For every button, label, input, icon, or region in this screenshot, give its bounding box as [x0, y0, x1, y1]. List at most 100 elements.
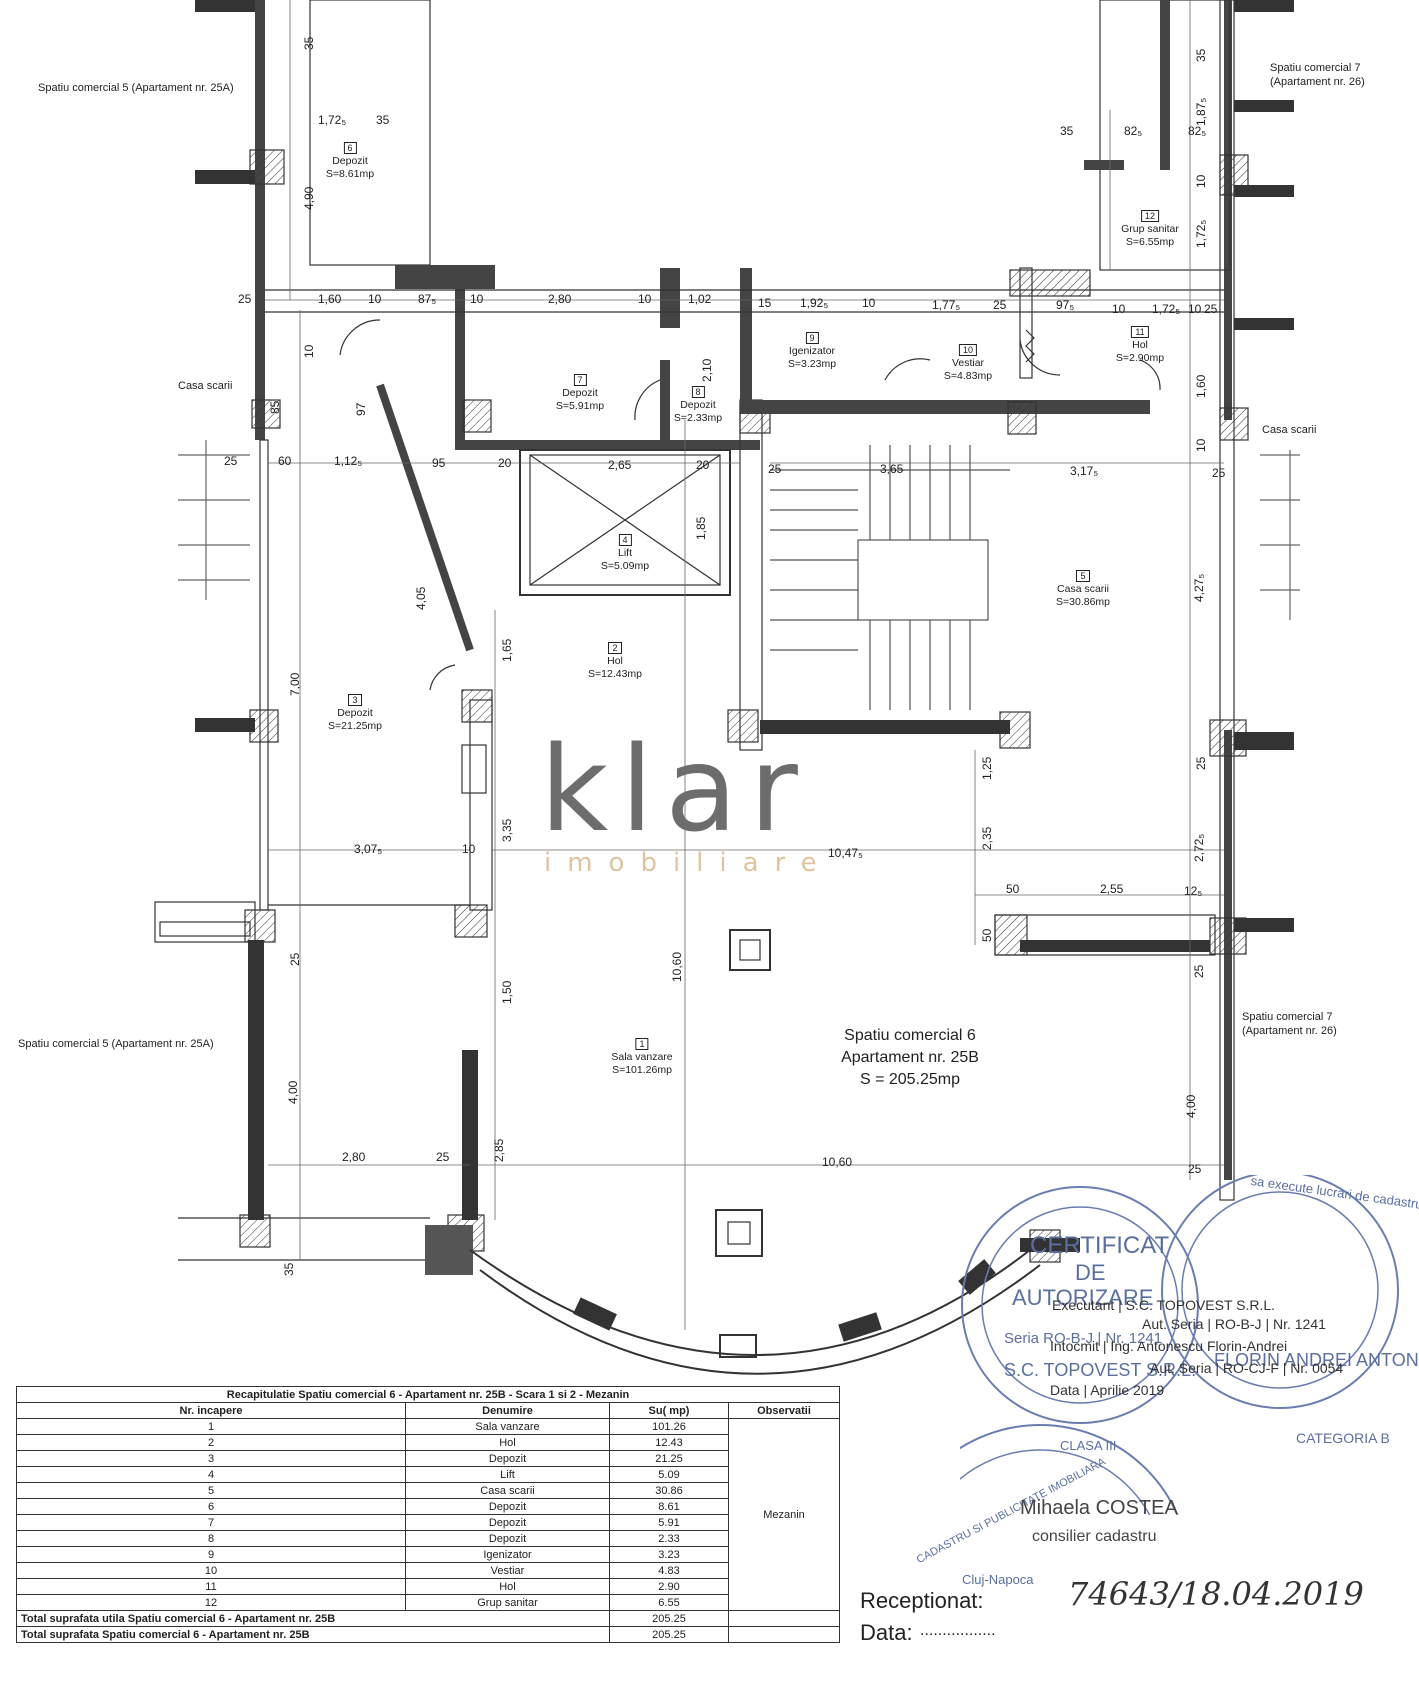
dim-label: 25: [288, 952, 302, 966]
dim-label: 82₅: [1124, 124, 1143, 138]
room-label-8: 8 Depozit S=2.33mp: [673, 386, 723, 424]
dim-label: 1,92₅: [800, 296, 829, 310]
dim-label: 2,85: [492, 1138, 506, 1162]
label-casa-scarii-left: Casa scarii: [178, 380, 233, 392]
cell: 2: [16, 1434, 406, 1451]
dim-label: 35: [1060, 124, 1074, 138]
dim-label: 87₅: [418, 292, 437, 306]
cell: 2.90: [609, 1578, 729, 1595]
cell: 12: [16, 1594, 406, 1611]
cell: 6.55: [609, 1594, 729, 1611]
cell: 3: [16, 1450, 406, 1467]
dim-label: 12₅: [1184, 884, 1203, 898]
dim-label: 25: [768, 462, 782, 476]
dim-label: 25: [993, 298, 1007, 312]
dim-label: 25: [436, 1150, 450, 1164]
dim-label: 2,35: [980, 826, 994, 850]
stamp-data: Data | Aprilie 2019: [1050, 1382, 1165, 1398]
dim-label: 15: [758, 296, 772, 310]
label-sp7-top-2: (Apartament nr. 26): [1270, 76, 1365, 88]
dim-label: 4,27₅: [1192, 573, 1206, 602]
dim-label: 10: [1188, 302, 1202, 316]
table-row: 1 Sala vanzare 101.26 Mezanin: [16, 1418, 840, 1611]
room-label-12: 12 Grup sanitar S=6.55mp: [1121, 210, 1179, 248]
label-casa-scarii-right: Casa scarii: [1262, 424, 1317, 436]
dim-label: 1,12₅: [334, 454, 363, 468]
room-label-10: 10 Vestiar S=4.83mp: [943, 344, 993, 382]
label-sp7-top-1: Spatiu comercial 7: [1270, 62, 1361, 74]
dim-label: 10: [368, 292, 382, 306]
stamp-category: CATEGORIA B: [1296, 1430, 1390, 1446]
dim-label: 1,25: [980, 756, 994, 780]
stamp-clasa: CLASA III: [1060, 1438, 1117, 1453]
recap-table: Recapitulatie Spatiu comercial 6 - Apart…: [16, 1386, 840, 1643]
stamp-cert-seria: Seria RO-B-J | Nr. 1241: [1004, 1330, 1163, 1347]
cell: 6: [16, 1498, 406, 1515]
stamp-cert2-name: FLORIN ANDREI ANTONESCU: [1214, 1350, 1419, 1370]
dim-label: 4,90: [302, 186, 316, 210]
stamp-aut1: Aut. Seria | RO-B-J | Nr. 1241: [1142, 1316, 1326, 1332]
label-sp7-bottom-1: Spatiu comercial 7: [1242, 1011, 1333, 1023]
cell: Sala vanzare: [405, 1418, 610, 1435]
main-unit-label: Spatiu comercial 6 Apartament nr. 25B S …: [841, 1027, 979, 1088]
cell: Grup sanitar: [405, 1594, 610, 1611]
wall-left-mid: [259, 439, 269, 911]
dim-label: 25: [1192, 964, 1206, 978]
dim-label: 1,60: [1194, 374, 1208, 398]
dim-label: 10: [638, 292, 652, 306]
stamp-cert-title-2: DE: [1075, 1260, 1106, 1285]
cell: Vestiar: [405, 1562, 610, 1579]
dim-label: 50: [1006, 882, 1020, 896]
cell: 4: [16, 1466, 406, 1483]
dim-label: 4,00: [1184, 1094, 1198, 1118]
total-value: 205.25: [609, 1626, 729, 1643]
dim-label: 1,87₅: [1194, 97, 1208, 126]
col-header: Nr. incapere: [16, 1402, 406, 1419]
dim-label: 10: [1194, 438, 1208, 452]
data-dots: .................: [920, 1622, 996, 1639]
dim-label: 25: [1204, 302, 1218, 316]
stamp-executant: Executant | S.C. TOPOVEST S.R.L.: [1052, 1297, 1276, 1313]
dim-label: 3,65: [880, 462, 904, 476]
total-util-label: Total suprafata utila Spatiu comercial 6…: [16, 1610, 610, 1627]
label-sp5-bottom: Spatiu comercial 5 (Apartament nr. 25A): [18, 1038, 214, 1050]
dim-label: 35: [282, 1262, 296, 1276]
cell: 2.33: [609, 1530, 729, 1547]
dim-label: 10: [470, 292, 484, 306]
total-row: Total suprafata Spatiu comercial 6 - Apa…: [16, 1626, 840, 1643]
stamp-cluj: Cluj-Napoca: [962, 1572, 1034, 1587]
stamp-cert-title-3: AUTORIZARE: [1012, 1285, 1154, 1310]
dim-label: 10: [1112, 302, 1126, 316]
cell: Depozit: [405, 1498, 610, 1515]
room-label-6: 6 Depozit S=8.61mp: [325, 142, 375, 180]
cell: 11: [16, 1578, 406, 1595]
cell: Igenizator: [405, 1546, 610, 1563]
recap-header-row: Nr. incapere Denumire Su( mp) Observatii: [16, 1402, 840, 1419]
dim-label: 10,47₅: [828, 846, 863, 860]
room-label-3: 3 Depozit S=21.25mp: [328, 694, 382, 732]
recap-title: Recapitulatie Spatiu comercial 6 - Apart…: [16, 1386, 840, 1403]
cell: 8: [16, 1530, 406, 1547]
cell: 3.23: [609, 1546, 729, 1563]
label-sp7-bottom-2: (Apartament nr. 26): [1242, 1025, 1337, 1037]
authorization-stamps: [960, 1175, 1399, 1515]
cell: Depozit: [405, 1530, 610, 1547]
dim-label: 1,72₅: [318, 113, 347, 127]
dim-label: 3,07₅: [354, 842, 383, 856]
recap-title-row: Recapitulatie Spatiu comercial 6 - Apart…: [16, 1386, 840, 1403]
dim-label: 50: [980, 928, 994, 942]
dim-label: 2,65: [608, 458, 632, 472]
room-label-9: 9 Igenizator S=3.23mp: [787, 332, 837, 370]
cell: 101.26: [609, 1418, 729, 1435]
dim-label: 2,10: [700, 358, 714, 382]
cell: 8.61: [609, 1498, 729, 1515]
col-header: Denumire: [405, 1402, 610, 1419]
dim-label: 10: [462, 842, 476, 856]
dim-label: 2,55: [1100, 882, 1124, 896]
